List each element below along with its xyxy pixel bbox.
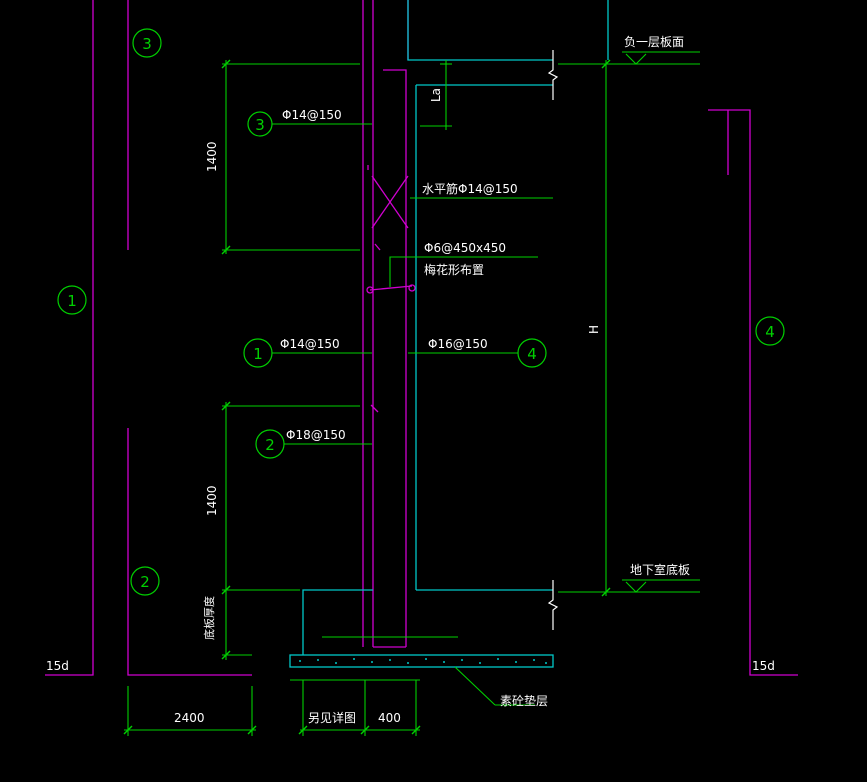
rebar-label-horizontal: 水平筋Φ14@150 — [422, 181, 518, 196]
circle-2-bottom-label: 2 — [140, 573, 150, 591]
circle-1-mid-label: 1 — [253, 345, 263, 363]
bar-1-left — [45, 0, 94, 676]
level-bot-tri — [625, 581, 647, 593]
bar-2-left — [127, 428, 252, 676]
rebar-label-tie-note: 梅花形布置 — [424, 262, 484, 277]
tie-diag-2 — [371, 175, 409, 229]
rebar-label-3: Φ14@150 — [282, 108, 342, 122]
break-top — [547, 50, 559, 100]
tie-tick-2 — [370, 404, 379, 413]
footing-left — [302, 589, 373, 655]
left-15d-label: 15d — [46, 659, 69, 673]
circle-1-mid — [243, 338, 273, 368]
circle-1-left-label: 1 — [67, 292, 77, 310]
circle-1-left — [57, 285, 87, 315]
rebar-label-tie: Φ6@450x450 — [424, 241, 506, 255]
tie-end-1 — [366, 286, 374, 294]
labels: Φ14@150 水平筋Φ14@150 Φ6@450x450 梅花形布置 Φ14@… — [46, 35, 775, 725]
circle-3-top — [132, 28, 162, 58]
gravel-cushion — [289, 654, 554, 668]
dim-h-label: H — [587, 325, 601, 334]
dim-2400-label: 2400 — [174, 711, 205, 725]
leader-tie-hook — [389, 256, 412, 287]
break-bottom — [547, 580, 559, 630]
bar-4-right-top — [708, 109, 798, 676]
dim-400-label: 400 — [378, 711, 401, 725]
circle-4-right — [755, 316, 785, 346]
tie-end-2 — [408, 284, 416, 292]
rebar-label-2: Φ18@150 — [286, 428, 346, 442]
circle-2-mid-label: 2 — [265, 436, 275, 454]
slab-step — [407, 0, 553, 61]
rebar-label-4: Φ16@150 — [428, 337, 488, 351]
level-top-tri — [625, 53, 647, 65]
dim-la-label: La — [429, 88, 443, 102]
level-label-top: 负一层板面 — [624, 35, 684, 49]
gravel-label: 素砼垫层 — [500, 693, 548, 708]
dim-upper-1400-label: 1400 — [205, 141, 219, 172]
green-lines — [124, 51, 700, 736]
cyan-lines — [289, 0, 609, 668]
leader-gravel — [454, 666, 496, 706]
wall-bar-right — [383, 69, 407, 647]
dim-ticks — [123, 59, 611, 735]
circle-2-mid — [255, 429, 285, 459]
tie-hook — [369, 285, 413, 291]
gravel-pattern — [299, 658, 547, 664]
dim-see-detail-label: 另见详图 — [308, 710, 356, 725]
circle-3-top-label: 3 — [142, 35, 152, 53]
dim-lower-1400-label: 1400 — [205, 485, 219, 516]
right-15d-label: 15d — [752, 659, 775, 673]
circle-4-mid — [517, 338, 547, 368]
circle-markers — [57, 28, 785, 596]
circle-2-bottom — [130, 566, 160, 596]
circle-3-mid-label: 3 — [255, 116, 265, 134]
tie-tick-1 — [374, 243, 381, 251]
rebar-label-1: Φ14@150 — [280, 337, 340, 351]
circle-3-mid — [247, 111, 273, 137]
dim-base-thickness-label: 底板厚度 — [202, 596, 216, 640]
break-lines — [547, 50, 559, 630]
circle-texts: 3 3 1 1 2 4 2 4 — [67, 35, 775, 591]
magenta-lines — [45, 0, 798, 676]
level-label-bottom: 地下室底板 — [630, 562, 690, 577]
circle-4-right-label: 4 — [765, 323, 775, 341]
circle-4-mid-label: 4 — [527, 345, 537, 363]
